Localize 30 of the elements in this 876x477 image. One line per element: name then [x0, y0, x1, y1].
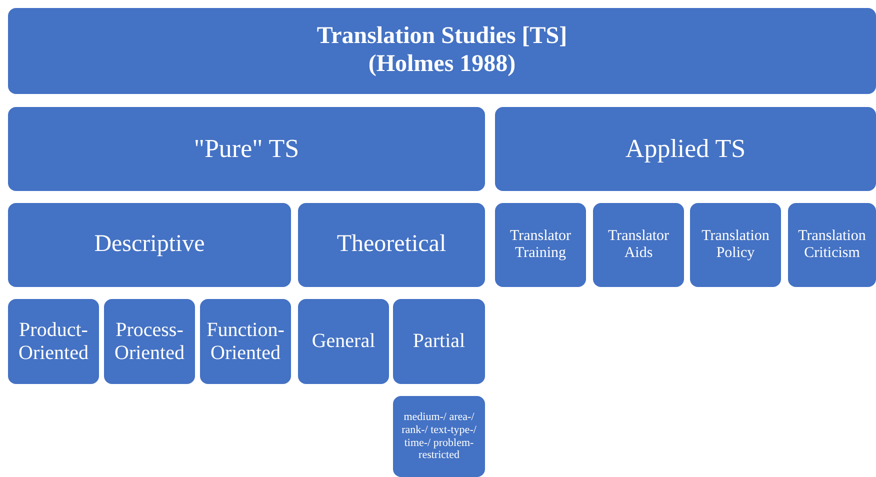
node-label: Product-Oriented: [18, 318, 90, 364]
title-box: [8, 8, 876, 94]
node-label: Process-Oriented: [114, 318, 186, 364]
branch-box: [690, 203, 781, 287]
branch-box: [8, 299, 99, 384]
node-label: Theoretical: [336, 231, 446, 259]
node-label: Translation Criticism: [797, 228, 867, 262]
branch-box: [393, 299, 485, 384]
node-label: Translator Training: [508, 228, 572, 262]
branch-box: [393, 396, 485, 477]
branch-box: [298, 299, 389, 384]
category-box: [8, 107, 485, 191]
node-label: Translation Policy: [700, 228, 770, 262]
branch-box: [788, 203, 876, 287]
branch-box: [8, 203, 291, 287]
title-text: Translation Studies [TS] (Holmes 1988): [316, 23, 568, 79]
node-label: medium-/ area-/ rank-/ text-type-/ time-/ problem-restricted: [400, 411, 478, 462]
node-label: Translator Aids: [606, 228, 670, 262]
node-label: "Pure" TS: [194, 134, 300, 164]
node-label: Applied TS: [625, 134, 746, 164]
node-label: General: [312, 330, 376, 353]
branch-box: [298, 203, 485, 287]
node-label: Descriptive: [94, 231, 205, 259]
branch-box: [593, 203, 684, 287]
branch-box: [495, 203, 586, 287]
category-box: [495, 107, 876, 191]
branch-box: [200, 299, 291, 384]
node-label: Function-Oriented: [206, 318, 286, 364]
branch-box: [104, 299, 195, 384]
node-label: Partial: [412, 330, 466, 353]
